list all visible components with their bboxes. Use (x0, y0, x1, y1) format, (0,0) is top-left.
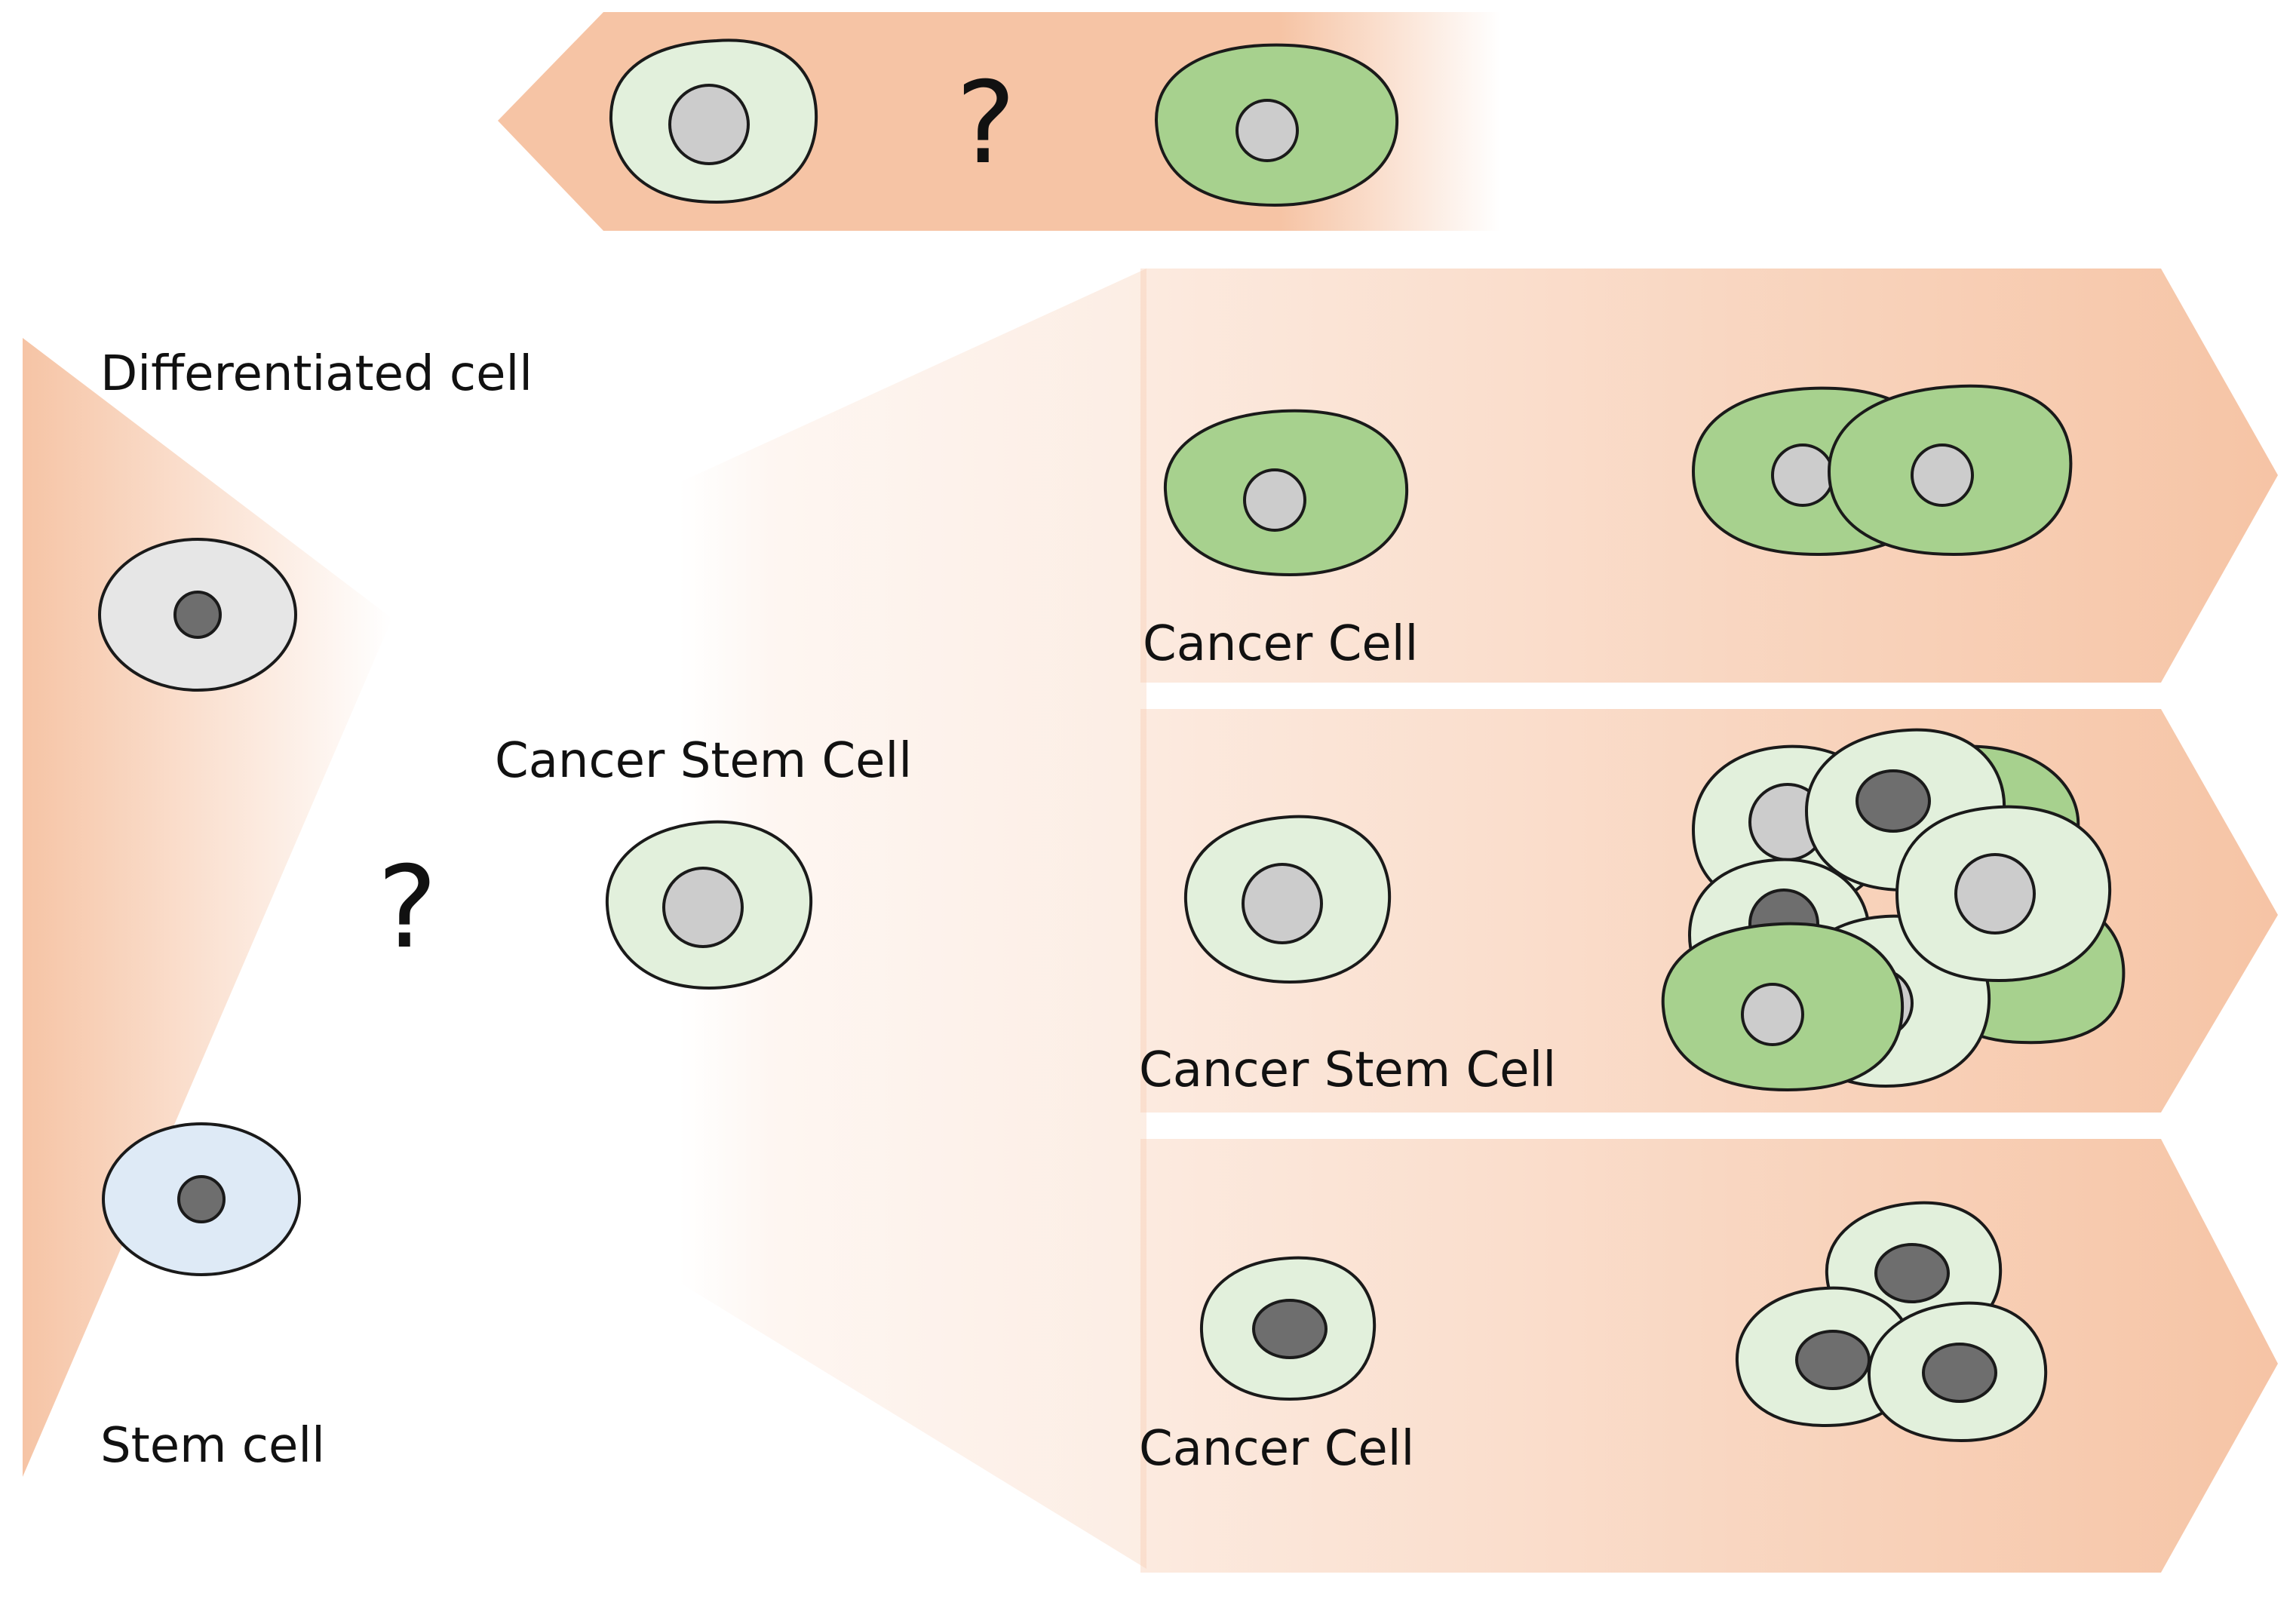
row1-daughter-cell-b (1828, 384, 2073, 556)
row2-cell-cluster (1661, 728, 2126, 1091)
top-green-cell (1154, 43, 1399, 207)
row1-cancer-cell-label: Cancer Cell (1143, 616, 1418, 672)
center-cancer-stem-cell-label: Cancer Stem Cell (495, 733, 912, 789)
fan-band (679, 269, 1146, 1569)
row2-cancer-stem-cell (1183, 815, 1392, 984)
stem-cell (102, 1122, 301, 1276)
top-question-mark: ? (956, 58, 1016, 189)
differentiated-cell (98, 538, 297, 692)
stem-cell-label: Stem cell (100, 1418, 325, 1474)
row1-cancer-cell (1163, 409, 1409, 576)
differentiated-cell-label: Differentiated cell (100, 346, 533, 402)
left-wedge-band (23, 338, 392, 1477)
row3-cancer-cell-label: Cancer Cell (1139, 1421, 1414, 1477)
row3-cell-cluster (1735, 1201, 2048, 1442)
center-cancer-stem-cell (605, 820, 813, 990)
row3-cancer-cell (1199, 1256, 1377, 1401)
top-light-green-cell (609, 38, 818, 204)
left-question-mark: ? (377, 842, 437, 974)
row2-cancer-stem-cell-label: Cancer Stem Cell (1139, 1042, 1556, 1098)
